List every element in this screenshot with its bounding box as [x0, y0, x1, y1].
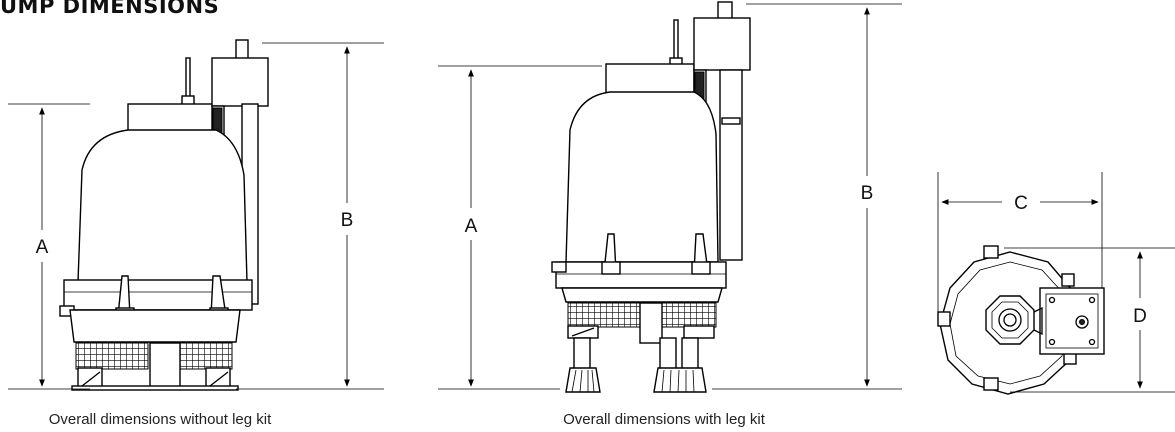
dimension-a-label: A — [36, 237, 49, 258]
dimension-a-without-leg-kit: A — [8, 103, 90, 390]
dimension-a-with-leg-kit: A — [438, 65, 602, 390]
pump-drawing-with-leg-kit — [551, 1, 751, 393]
caption-without-leg-kit: Overall dimensions without leg kit — [49, 411, 272, 428]
dimension-c-label: C — [1014, 193, 1028, 214]
caption-with-leg-kit: Overall dimensions with leg kit — [563, 411, 766, 428]
dimension-b-label: B — [341, 210, 354, 231]
dimension-d-label: D — [1133, 306, 1147, 327]
pump-view-with-leg-kit: A B Overall dimensions with leg kit — [438, 1, 902, 428]
dimension-a-label: A — [465, 216, 478, 237]
pump-drawing-without-leg-kit — [59, 39, 269, 391]
dimension-b-with-leg-kit: B — [712, 3, 902, 390]
dimension-d-top-view: D — [1004, 247, 1175, 393]
dimension-b-without-leg-kit: B — [236, 42, 384, 390]
section-heading: UMP DIMENSIONS — [0, 0, 220, 18]
pump-view-without-leg-kit: A B Overall dimensions without leg kit — [8, 39, 384, 428]
pump-drawing-top-view — [937, 245, 1105, 395]
dimension-c-top-view: C — [937, 172, 1103, 312]
pump-top-view: C D — [937, 172, 1175, 395]
dimension-b-label: B — [861, 183, 874, 204]
